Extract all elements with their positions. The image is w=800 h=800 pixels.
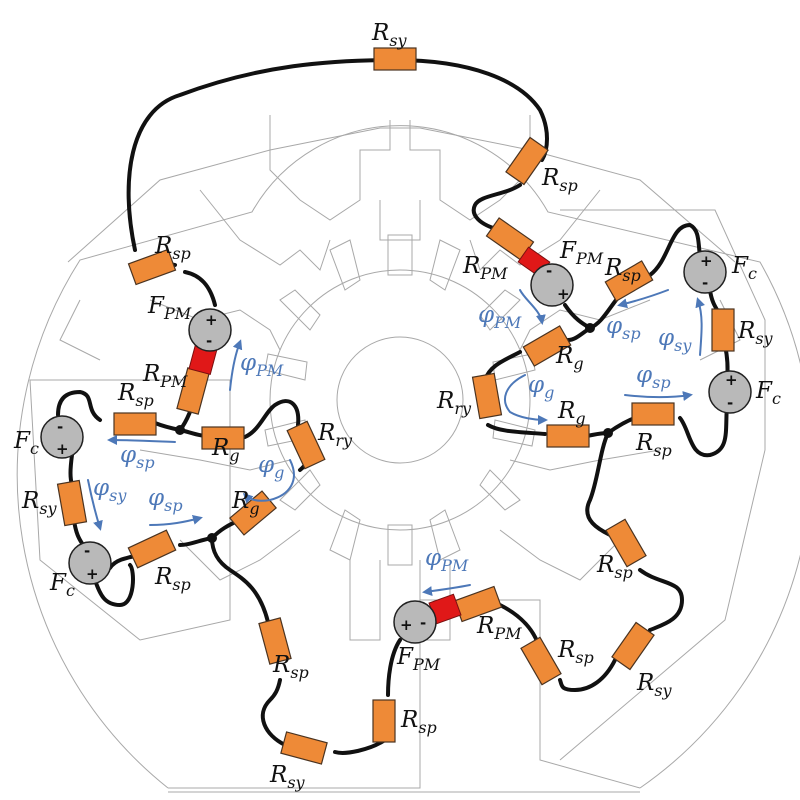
label-rg-right1: Rg — [555, 343, 584, 373]
source-sign: + — [725, 371, 738, 389]
label-rsp-left: Rsp — [117, 380, 154, 410]
label-fpm-bottom: FPM — [396, 644, 441, 674]
flux-label-pm-left: φPM — [240, 350, 284, 380]
resistor-rsy-top — [373, 47, 417, 71]
source-pm-upright: - + — [530, 262, 574, 307]
flux-label-sy-right: φsy — [658, 325, 692, 355]
label-fc-lbot: Fc — [49, 570, 75, 600]
resistor-rsy-lowright — [611, 621, 655, 671]
resistor-rsp-botmid — [372, 699, 396, 743]
label-rsy-lowright: Rsy — [636, 670, 673, 700]
source-sign: + — [400, 616, 413, 634]
flux-label-g-left: φg — [258, 452, 284, 482]
resistor-rsy-bottom — [280, 731, 328, 765]
label-rsp-leftlow: Rsp — [154, 564, 191, 594]
resistor-rsp-botright — [520, 636, 562, 686]
source-sign: - — [206, 332, 212, 350]
label-fc-rtop: Fc — [731, 253, 757, 283]
mmf-sources: - + + - + - + - - + - + + — [40, 250, 752, 644]
resistor-rsp-botleft — [258, 617, 292, 665]
junction-nodes — [175, 323, 613, 543]
label-rsp-lowright: Rsp — [596, 552, 633, 582]
resistor-rsp-rightpair — [604, 260, 654, 302]
flux-label-sp-rbot: φsp — [636, 362, 671, 392]
stator-sector-top — [67, 127, 736, 263]
resistor-rsp-rightlow — [631, 402, 675, 426]
resistor-rg-left1 — [201, 426, 245, 450]
flux-label-sp-ltop: φsp — [120, 442, 155, 472]
resistor-rsp-left — [113, 412, 157, 436]
resistor-rsy-left — [56, 479, 88, 527]
label-rsy-right: Rsy — [737, 318, 774, 348]
label-rry-right: Rry — [436, 388, 472, 418]
flux-label-sp-rtop: φsp — [606, 313, 641, 343]
source-sign: - — [546, 262, 552, 280]
label-rsy-left: Rsy — [21, 488, 58, 518]
label-rsp-botmid: Rsp — [400, 707, 437, 737]
label-fpm-left: FPM — [147, 293, 192, 323]
label-rsp-botmid2: Rsp — [272, 652, 309, 682]
source-sign: - — [57, 418, 63, 436]
stator-sector-right — [559, 209, 766, 761]
resistor-rg-right1 — [522, 325, 572, 367]
label-rsp-upright: Rsp — [541, 165, 578, 195]
source-pm-bottom: + - — [393, 600, 437, 644]
label-rry-left: Rry — [317, 420, 353, 450]
shaft-circle — [336, 336, 464, 464]
resistor-rsp-upright — [505, 136, 549, 186]
flux-label-pm-bottom: φPM — [425, 545, 469, 575]
source-sign: + — [56, 440, 69, 458]
label-rsy-bottom: Rsy — [269, 762, 306, 792]
source-c-lbot: - + — [68, 541, 112, 585]
component-labels: Rsy Rsp Rsp FPM RPM Rsp Fc Rsy Fc Rsp Rg… — [13, 20, 781, 792]
label-rsy-top: Rsy — [371, 20, 408, 50]
source-sign: + — [700, 252, 713, 270]
label-rsp-botright: Rsp — [557, 637, 594, 667]
rotor-slots — [264, 234, 536, 566]
resistor-rry-left — [286, 420, 326, 470]
label-rpm-bottom: RPM — [476, 613, 522, 643]
source-sign: - — [84, 542, 90, 560]
label-fc-ltop: Fc — [13, 428, 39, 458]
source-c-rtop: + - — [683, 250, 727, 294]
source-c-rbot: + - — [708, 370, 752, 414]
label-rsp-upleft: Rsp — [154, 233, 191, 263]
source-sign: + — [86, 565, 99, 583]
rotor-circle — [269, 269, 531, 531]
source-sign: + — [557, 285, 570, 303]
flux-arrows — [87, 289, 705, 597]
flux-label-pm-upright: φPM — [478, 302, 522, 332]
resistor-rsp-lowright — [605, 518, 647, 568]
label-rpm-left: RPM — [142, 361, 188, 391]
flux-label-sy-left: φsy — [93, 475, 127, 505]
source-sign: - — [727, 394, 733, 412]
resistor-rsp-leftlow — [127, 529, 177, 569]
source-sign: - — [420, 614, 426, 632]
source-sign: + — [205, 311, 218, 329]
source-pm-left: + - — [188, 308, 232, 352]
label-rg-right2: Rg — [557, 398, 586, 428]
machine-outline — [16, 115, 800, 793]
label-fpm-upright: FPM — [559, 238, 604, 268]
stator-sector-left — [29, 379, 231, 641]
resistor-rsy-right — [711, 308, 735, 352]
resistor-rg-right2 — [546, 424, 590, 448]
label-rsp-rightpair: Rsp — [604, 255, 641, 285]
label-fc-rbot: Fc — [755, 378, 781, 408]
flux-label-sp-lbot: φsp — [148, 485, 183, 515]
resistor-rry-right — [471, 372, 503, 420]
resistor-rsp-upleft — [127, 248, 177, 286]
flux-labels: φPM φsp φsy φsp φg φPM φsp φsy φsp φg φP… — [93, 302, 692, 575]
source-c-ltop: - + — [40, 415, 84, 459]
stator-outer-arc — [16, 125, 800, 789]
resistors — [56, 47, 735, 765]
flux-label-g-right: φg — [528, 372, 554, 402]
label-rg-left1: Rg — [211, 435, 240, 465]
label-rsp-rightlow: Rsp — [635, 430, 672, 460]
label-rpm-upright: RPM — [462, 253, 508, 283]
label-rg-left2: Rg — [231, 488, 260, 518]
source-sign: - — [702, 274, 708, 292]
